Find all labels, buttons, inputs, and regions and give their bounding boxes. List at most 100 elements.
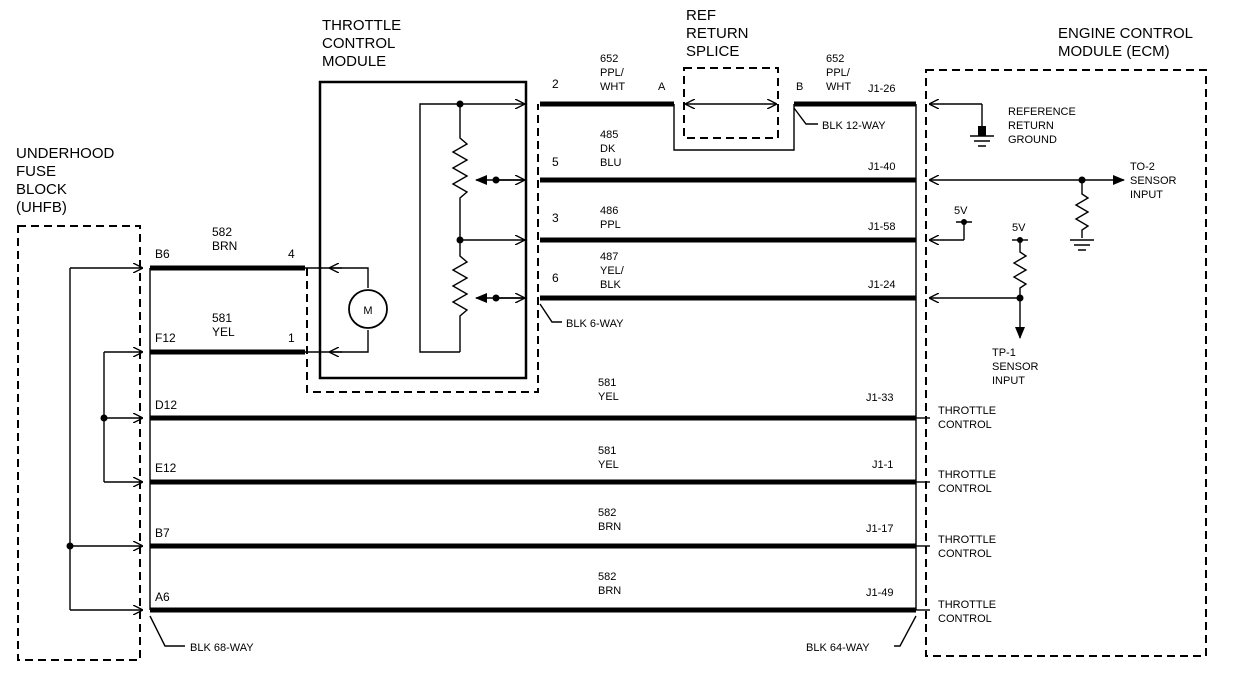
splice-pin-b: B — [796, 81, 803, 93]
splice-outline — [683, 67, 779, 139]
uhfb-junction — [66, 542, 74, 550]
tp1-pullup-resistor — [1012, 240, 1028, 298]
tp2-potentiometer — [451, 240, 469, 352]
circuit-582-color-b7: BRN — [598, 521, 621, 533]
circuit-485-num: 485 — [600, 129, 618, 141]
circuit-487-num: 487 — [600, 251, 618, 263]
top-wires: 2 652 PPL/ WHT 652 PPL/ WHT J1-26 REF RE… — [539, 7, 916, 330]
v5-pullup-dot — [1017, 237, 1023, 243]
ecm-label-1: ENGINE CONTROL — [1058, 25, 1193, 42]
blk64-leader — [894, 615, 917, 647]
circuit-486-num: 486 — [600, 205, 618, 217]
ecm-label-2: MODULE (ECM) — [1058, 43, 1170, 60]
blk12-label: BLK 12-WAY — [822, 120, 886, 132]
blk68-label: BLK 68-WAY — [190, 642, 254, 654]
splice-label-1: REF — [686, 7, 716, 24]
function-b7-2: CONTROL — [938, 548, 992, 560]
circuit-582-color-short: BRN — [212, 239, 237, 253]
uhfb-outline — [17, 225, 141, 661]
circuit-486-color: PPL — [600, 219, 621, 231]
uhfb-label-4: (UHFB) — [16, 199, 67, 216]
motor-lead-bottom — [305, 330, 369, 353]
circuit-581-color-d12: YEL — [598, 391, 619, 403]
circuit-485-color2: BLU — [600, 157, 621, 169]
splice-label-3: SPLICE — [686, 43, 739, 60]
uhfb-label-3: BLOCK — [16, 181, 67, 198]
circuit-582-num-short: 582 — [212, 225, 232, 239]
circuit-581-num-d12: 581 — [598, 377, 616, 389]
fuse-b6: B6 — [155, 247, 170, 261]
long-wires: D12 581 YEL J1-33 THROTTLE CONTROL E12 5… — [150, 377, 996, 625]
blk64-label: BLK 64-WAY — [806, 642, 870, 654]
circuit-652-color2-right: WHT — [826, 81, 851, 93]
circuit-652-num: 652 — [600, 53, 618, 65]
function-b7-1: THROTTLE — [938, 534, 996, 546]
motor-label: M — [363, 305, 372, 317]
splice-label-2: RETURN — [686, 25, 749, 42]
tcm-pin-1: 1 — [288, 331, 295, 345]
circuit-581-color-e12: YEL — [598, 459, 619, 471]
v5-ref-dot — [961, 219, 967, 225]
blk6-leader — [539, 303, 562, 323]
blk12-leader — [793, 107, 818, 125]
uhfb-junction-yel — [100, 414, 108, 422]
tcm-pin-6: 6 — [552, 271, 559, 285]
to2-label-3: INPUT — [1130, 189, 1163, 201]
uhfb-label-1: UNDERHOOD — [16, 145, 115, 162]
ground-stub — [978, 126, 986, 136]
fuse-a6: A6 — [155, 590, 170, 604]
ecm-outline — [925, 69, 1207, 657]
engine-control-module: ENGINE CONTROL MODULE (ECM) BLK 64-WAY R… — [806, 25, 1207, 657]
circuit-485-color1: DK — [600, 143, 616, 155]
ecm-pin-j1-33: J1-33 — [866, 392, 894, 404]
tp1-label-2: SENSOR — [992, 361, 1039, 373]
function-d12-1: THROTTLE — [938, 405, 996, 417]
ecm-pin-j1-17: J1-17 — [866, 523, 894, 535]
fuse-d12: D12 — [155, 398, 177, 412]
tp1-potentiometer — [451, 104, 469, 240]
blk68-leader — [149, 615, 185, 647]
circuit-581-num-e12: 581 — [598, 445, 616, 457]
function-e12-1: THROTTLE — [938, 469, 996, 481]
function-e12-2: CONTROL — [938, 483, 992, 495]
ecm-pin-j1-26: J1-26 — [868, 83, 896, 95]
tp1-label-3: INPUT — [992, 375, 1025, 387]
ref-ground-label-3: GROUND — [1008, 134, 1057, 146]
short-wires: B6 582 BRN 4 F12 581 YEL 1 — [150, 225, 305, 355]
blk6-label: BLK 6-WAY — [566, 318, 624, 330]
circuit-581-color-short: YEL — [212, 325, 235, 339]
circuit-582-num-a6: 582 — [598, 571, 616, 583]
tcm-label-1: THROTTLE — [322, 17, 401, 34]
ref-ground-label-2: RETURN — [1008, 120, 1054, 132]
tcm-label-3: MODULE — [322, 53, 386, 70]
to2-ground-icon — [1070, 239, 1094, 251]
circuit-652-color1-right: PPL/ — [826, 67, 851, 79]
function-d12-2: CONTROL — [938, 419, 992, 431]
fuse-b7: B7 — [155, 526, 170, 540]
to2-label-1: TO-2 — [1130, 161, 1155, 173]
function-a6-2: CONTROL — [938, 613, 992, 625]
uhfb-label-2: FUSE — [16, 163, 56, 180]
circuit-652-color2: WHT — [600, 81, 625, 93]
ref-ground-label-1: REFERENCE — [1008, 106, 1076, 118]
circuit-652-num-right: 652 — [826, 53, 844, 65]
circuit-582-num-b7: 582 — [598, 507, 616, 519]
tcm-connector-dash — [306, 104, 539, 393]
ecm-pin-j1-1: J1-1 — [872, 459, 893, 471]
tcm-label-2: CONTROL — [322, 35, 395, 52]
circuit-487-color2: BLK — [600, 279, 621, 291]
motor-lead-top — [305, 267, 369, 288]
tcm-pin-2: 2 — [552, 77, 559, 91]
ecm-pin-j1-24: J1-24 — [868, 279, 896, 291]
to2-pulldown-resistor — [1074, 180, 1090, 238]
function-a6-1: THROTTLE — [938, 599, 996, 611]
splice-pin-a: A — [658, 81, 666, 93]
tcm-pin-3: 3 — [552, 211, 559, 225]
circuit-581-num-short: 581 — [212, 311, 232, 325]
splice-bracket — [673, 104, 795, 151]
fuse-f12: F12 — [155, 331, 176, 345]
throttle-control-module: THROTTLE CONTROL MODULE M — [305, 17, 539, 393]
tcm-outline — [318, 80, 528, 380]
tcm-pin-5: 5 — [552, 155, 559, 169]
